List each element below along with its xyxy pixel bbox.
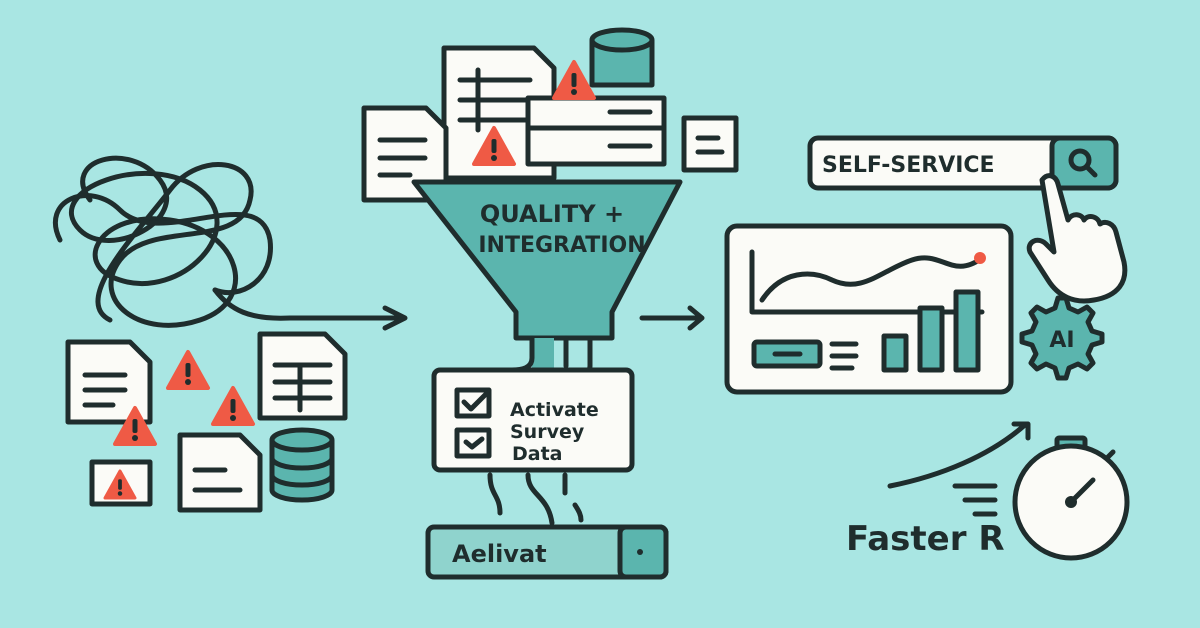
checklist-line1: Activate [510, 399, 599, 421]
output-bar-label: Aelivat [452, 540, 547, 568]
funnel-label-line1: QUALITY + [480, 200, 624, 228]
ai-gear-badge: AI [1019, 295, 1105, 381]
database-icon [269, 427, 335, 503]
faster-label: Faster R [846, 519, 1005, 559]
output-bar[interactable]: Aelivat [425, 524, 669, 580]
search-icon[interactable] [1068, 148, 1098, 178]
warning-icon [166, 350, 210, 390]
flow-lines [487, 472, 584, 526]
funnel-label-line2: INTEGRATION [478, 233, 645, 258]
ai-label: AI [1049, 328, 1074, 353]
faster-results: Faster R [846, 421, 1130, 561]
warning-icon [211, 386, 255, 426]
input-sources [361, 27, 739, 203]
stopwatch-icon [1012, 435, 1130, 561]
checklist-line2: Survey [510, 421, 585, 443]
arrow-icon [639, 305, 705, 331]
messy-documents [65, 331, 348, 513]
dashboard-panel [724, 223, 1014, 395]
quality-integration-funnel: QUALITY + INTEGRATION [411, 179, 683, 383]
self-service-search[interactable]: SELF-SERVICE [807, 135, 1119, 191]
checklist-line3: Data [512, 443, 563, 465]
hand-cursor-icon [1026, 173, 1128, 304]
checklist-card: Activate Survey Data [431, 367, 635, 473]
search-label: SELF-SERVICE [822, 153, 995, 178]
tangled-data-icon [52, 155, 408, 331]
